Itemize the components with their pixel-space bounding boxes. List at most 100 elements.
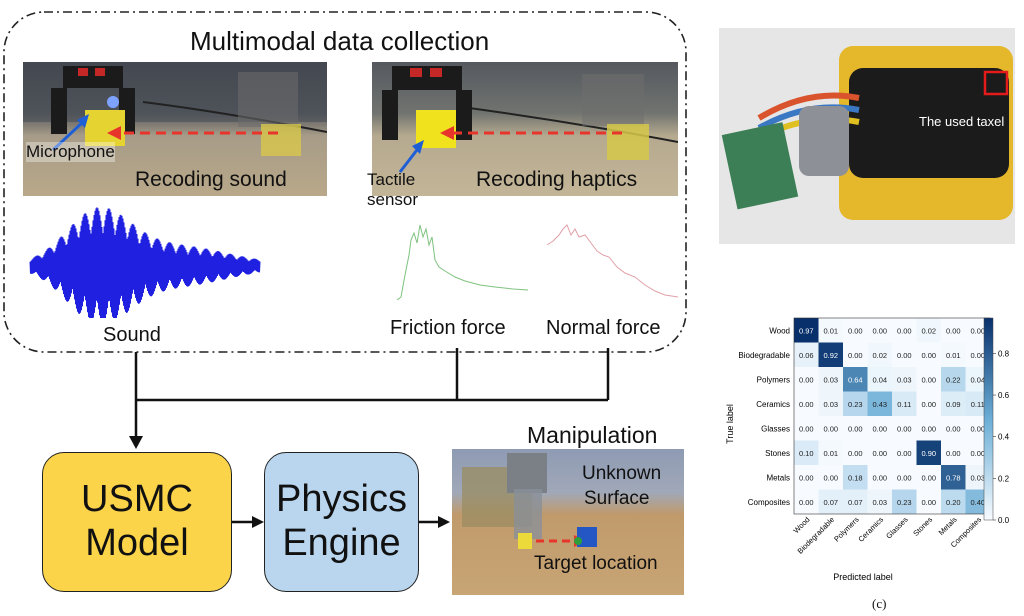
confusion-row-label: Metals (766, 473, 790, 482)
physics-engine-line1: Physics (276, 478, 407, 521)
unknown-surface-line2: Surface (584, 488, 650, 509)
confusion-col-label: Glasses (884, 515, 910, 541)
confusion-cell-value: 0.97 (799, 326, 814, 335)
gripper-icon (51, 66, 135, 134)
confusion-cell (916, 489, 941, 514)
confusion-cell-value: 0.18 (848, 473, 863, 482)
confusion-cell (892, 342, 917, 367)
confusion-row-label: Polymers (757, 375, 790, 384)
confusion-cell (794, 440, 819, 465)
confusion-cell-value: 0.92 (823, 351, 838, 360)
confusion-cell (892, 465, 917, 490)
confusion-cell-value: 0.00 (872, 424, 887, 433)
confusion-row-label: Glasses (761, 424, 790, 433)
confusion-cell-value: 0.40 (970, 498, 985, 507)
confusion-cell-value: 0.11 (897, 400, 911, 409)
confusion-cell-value: 0.01 (823, 326, 838, 335)
unknown-surface-line1: Unknown (582, 463, 662, 484)
confusion-row-label: Composites (748, 498, 790, 507)
colorbar-tick-label: 0.4 (998, 433, 1010, 442)
pipeline-connectors (129, 348, 610, 528)
confusion-cell (843, 318, 868, 343)
confusion-cell-value: 0.00 (799, 473, 814, 482)
confusion-cell-value: 0.00 (872, 449, 887, 458)
confusion-cell-value: 0.00 (872, 326, 887, 335)
confusion-cell-value: 0.00 (921, 424, 936, 433)
confusion-cell-value: 0.00 (823, 473, 838, 482)
microphone-label: Microphone (26, 142, 115, 162)
confusion-col-label: Stones (911, 515, 934, 538)
confusion-cell (843, 391, 868, 416)
confusion-cell-value: 0.00 (921, 498, 936, 507)
confusion-col-label: Metals (937, 515, 959, 537)
confusion-row-label: Wood (769, 326, 790, 335)
confusion-cell (843, 465, 868, 490)
confusion-cell (941, 416, 966, 441)
tactile-sensor-label-line1: Tactile (367, 170, 416, 189)
confusion-cell-value: 0.00 (970, 326, 985, 335)
friction-force-curve (396, 224, 529, 301)
confusion-row-label: Biodegradable (738, 351, 790, 360)
confusion-cell (794, 465, 819, 490)
confusion-cell-value: 0.00 (897, 351, 912, 360)
confusion-cell (867, 416, 892, 441)
confusion-col-label: Ceramics (856, 515, 885, 544)
confusion-col-label: Polymers (832, 515, 861, 544)
confusion-cell-value: 0.04 (872, 375, 887, 384)
confusion-cell (794, 391, 819, 416)
confusion-cell-value: 0.00 (921, 473, 936, 482)
confusion-cell (843, 416, 868, 441)
target-location-label: Target location (534, 553, 658, 574)
colorbar-tick-label: 0.2 (998, 474, 1010, 483)
confusion-cell (818, 391, 843, 416)
confusion-cell (867, 440, 892, 465)
confusion-row-label: Stones (765, 449, 790, 458)
confusion-cell-value: 0.00 (897, 449, 912, 458)
confusion-cell-value: 0.03 (897, 375, 912, 384)
confusion-cell (867, 465, 892, 490)
sound-waveform (29, 207, 261, 318)
confusion-cell (892, 416, 917, 441)
confusion-cell-value: 0.00 (946, 449, 961, 458)
confusion-cell (892, 440, 917, 465)
confusion-cell (843, 489, 868, 514)
physics-engine-box: Physics Engine (264, 452, 419, 592)
confusion-cell (818, 367, 843, 392)
confusion-cell (818, 440, 843, 465)
confusion-cell-value: 0.00 (848, 424, 863, 433)
confusion-cell (941, 318, 966, 343)
confusion-cell-value: 0.00 (872, 473, 887, 482)
confusion-cell (867, 367, 892, 392)
collection-title: Multimodal data collection (190, 26, 490, 56)
confusion-ylabel: True label (725, 404, 735, 444)
confusion-cell (843, 440, 868, 465)
confusion-cell (941, 391, 966, 416)
colorbar-tick-label: 0.8 (998, 349, 1010, 358)
confusion-cell-value: 0.09 (946, 400, 961, 409)
confusion-cell (794, 367, 819, 392)
confusion-cell (916, 465, 941, 490)
confusion-cell (867, 318, 892, 343)
taxel-label: The used taxel (919, 114, 1005, 129)
figure-caption: (c) (872, 596, 887, 611)
confusion-cell (892, 391, 917, 416)
confusion-cell-value: 0.64 (848, 375, 863, 384)
haptics-photo-caption: Recoding haptics (476, 168, 638, 191)
sound-recording-photo: Microphone Recoding sound (23, 62, 327, 196)
tactile-sensor-photo: The used taxel (719, 28, 1015, 244)
confusion-cell (892, 367, 917, 392)
confusion-cell (818, 489, 843, 514)
confusion-cell (794, 342, 819, 367)
confusion-cell (867, 489, 892, 514)
confusion-cell-value: 0.00 (970, 351, 985, 360)
confusion-cell-value: 0.00 (921, 400, 936, 409)
confusion-cell-value: 0.00 (897, 326, 912, 335)
colorbar-tick-label: 0.0 (998, 516, 1010, 525)
confusion-cell (916, 342, 941, 367)
confusion-cell-value: 0.03 (872, 498, 887, 507)
confusion-cell (916, 440, 941, 465)
confusion-cell (843, 342, 868, 367)
confusion-cell-value: 0.00 (799, 400, 814, 409)
confusion-cell-value: 0.03 (970, 473, 985, 482)
